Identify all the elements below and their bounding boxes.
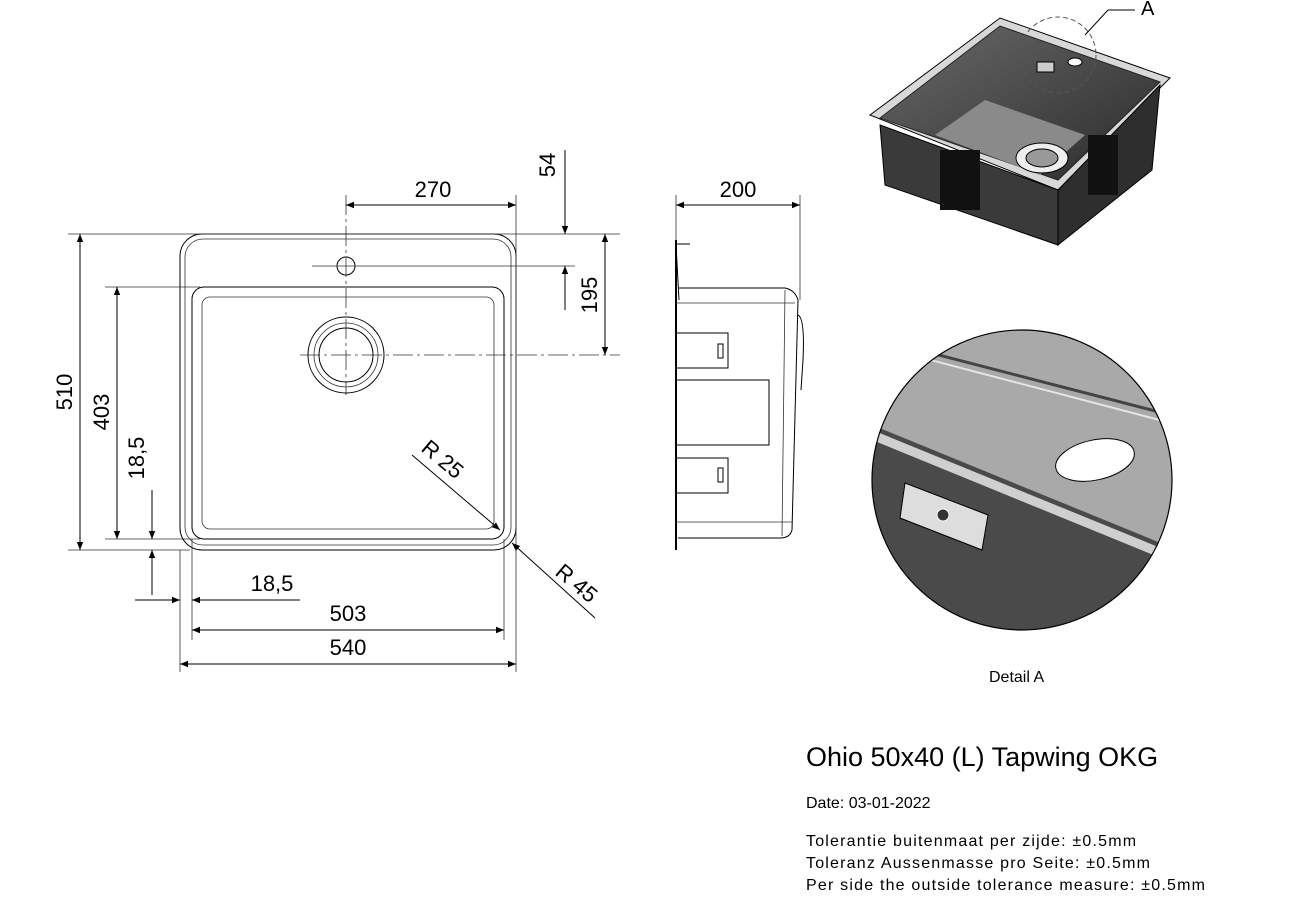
dim-18-5-vertical: 18,5 <box>124 437 149 480</box>
dim-270: 270 <box>415 177 452 202</box>
product-title: Ohio 50x40 (L) Tapwing OKG <box>806 742 1159 772</box>
dim-503: 503 <box>330 601 367 626</box>
drawing-date: Date: 03-01-2022 <box>806 795 931 812</box>
detail-marker-a: A <box>1141 0 1155 20</box>
detail-a-label: Detail A <box>989 669 1045 686</box>
plan-view <box>179 195 620 551</box>
tolerance-nl: Tolerantie buitenmaat per zijde: ±0.5mm <box>806 833 1138 850</box>
isometric-view <box>868 9 1171 247</box>
dim-r25: R 25 <box>417 435 469 484</box>
dim-200: 200 <box>720 177 757 202</box>
tolerance-de: Toleranz Aussenmasse pro Seite: ±0.5mm <box>806 855 1152 872</box>
dimension-lines <box>76 150 800 668</box>
dim-r45: R 45 <box>551 559 603 608</box>
dim-403: 403 <box>89 394 114 431</box>
dim-195: 195 <box>577 277 602 314</box>
tolerance-en: Per side the outside tolerance measure: … <box>806 877 1207 894</box>
side-view <box>675 240 804 550</box>
detail-a-view <box>871 329 1173 631</box>
dim-18-5-horizontal: 18,5 <box>251 571 294 596</box>
dim-540: 540 <box>330 635 367 660</box>
dim-510: 510 <box>52 374 77 411</box>
extension-lines <box>68 195 801 672</box>
title-block: Ohio 50x40 (L) Tapwing OKG Date: 03-01-2… <box>806 742 1206 897</box>
dim-54: 54 <box>535 153 560 177</box>
